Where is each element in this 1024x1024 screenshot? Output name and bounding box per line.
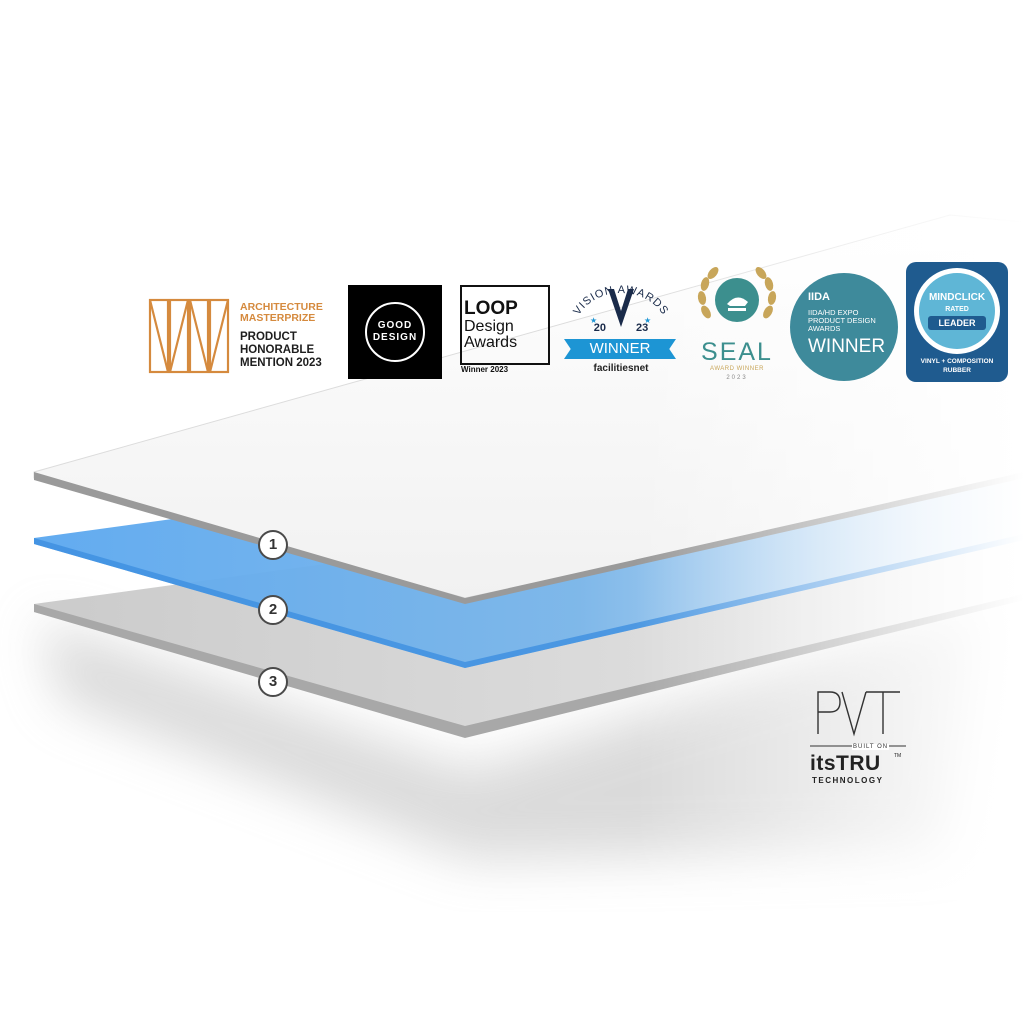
masterprize-logo-icon	[148, 298, 230, 374]
iida-award: IIDA IIDA/HD EXPO PRODUCT DESIGN AWARDS …	[790, 273, 898, 381]
loop-winner-year: Winner 2023	[461, 365, 509, 374]
seal-title: SEAL	[701, 338, 773, 366]
loop-frame	[460, 285, 550, 365]
layer-2-marker: 2	[258, 595, 288, 625]
good-design-award: GOOD DESIGN	[348, 285, 442, 379]
mindclick-rated: RATED	[945, 306, 969, 313]
masterprize-product: PRODUCT	[240, 331, 297, 343]
star-icon: ★	[644, 316, 651, 325]
architecture-masterprize-award: ARCHITECTURE MASTERPRIZE PRODUCT HONORAB…	[148, 298, 348, 374]
good-design-ring-icon	[365, 302, 425, 362]
itstru-brand: itsTRU	[810, 752, 881, 775]
seal-award: SEAL AWARD WINNER 2023	[692, 262, 782, 387]
vision-winner-ribbon: WINNER	[564, 339, 676, 359]
seal-year: 2023	[726, 375, 748, 381]
vision-awards-badge: VISION AWARDS 20 23 ★ ★ WINNER facilitie…	[560, 285, 682, 380]
loop-design-award: LOOP Design Awards Winner 2023	[460, 285, 550, 377]
pvt-logo-icon	[810, 691, 906, 747]
mindclick-leader-badge: MINDCLICK RATED LEADER VINYL + COMPOSITI…	[906, 262, 1008, 382]
seal-subtitle: AWARD WINNER	[710, 366, 764, 372]
vision-v-icon	[608, 289, 634, 327]
layer-3-marker: 3	[258, 667, 288, 697]
star-icon: ★	[590, 316, 597, 325]
vision-awards-arc: VISION AWARDS 20 23 ★ ★	[571, 285, 670, 334]
mindclick-leader: LEADER	[928, 316, 986, 330]
good-design-line2: DESIGN	[372, 332, 418, 343]
pvt-itstru-logo: BUILT ON itsTRU TM TECHNOLOGY	[808, 688, 908, 800]
loop-design: Design	[464, 318, 514, 335]
seal-laurel-icon	[697, 267, 777, 322]
iida-winner: WINNER	[808, 336, 886, 357]
masterprize-subtitle: MASTERPRIZE	[240, 312, 316, 324]
layer-1-marker: 1	[258, 530, 288, 560]
iida-line4: AWARDS	[808, 324, 841, 333]
vision-year-left: 20	[594, 322, 606, 334]
technology-label: TECHNOLOGY	[812, 776, 884, 785]
built-on-label: BUILT ON	[852, 744, 890, 750]
mindclick-category-1: VINYL + COMPOSITION	[920, 358, 994, 365]
vision-publisher: facilitiesnet	[593, 363, 649, 374]
iida-title: IIDA	[808, 291, 830, 303]
mindclick-category-2: RUBBER	[943, 367, 971, 374]
mindclick-title: MINDCLICK	[928, 292, 986, 303]
masterprize-title: ARCHITECTURE	[240, 301, 323, 313]
good-design-line1: GOOD	[377, 320, 413, 331]
masterprize-honorable: HONORABLE	[240, 344, 315, 356]
mindclick-inner-disc	[919, 273, 995, 349]
loop-awards: Awards	[464, 334, 518, 351]
loop-title: LOOP	[464, 298, 518, 319]
iida-line2: IIDA/HD EXPO	[808, 308, 859, 317]
itstru-trademark: TM	[894, 753, 902, 759]
vision-year-right: 23	[636, 322, 648, 334]
masterprize-mention: MENTION 2023	[240, 357, 322, 369]
iida-line3: PRODUCT DESIGN	[808, 316, 876, 325]
